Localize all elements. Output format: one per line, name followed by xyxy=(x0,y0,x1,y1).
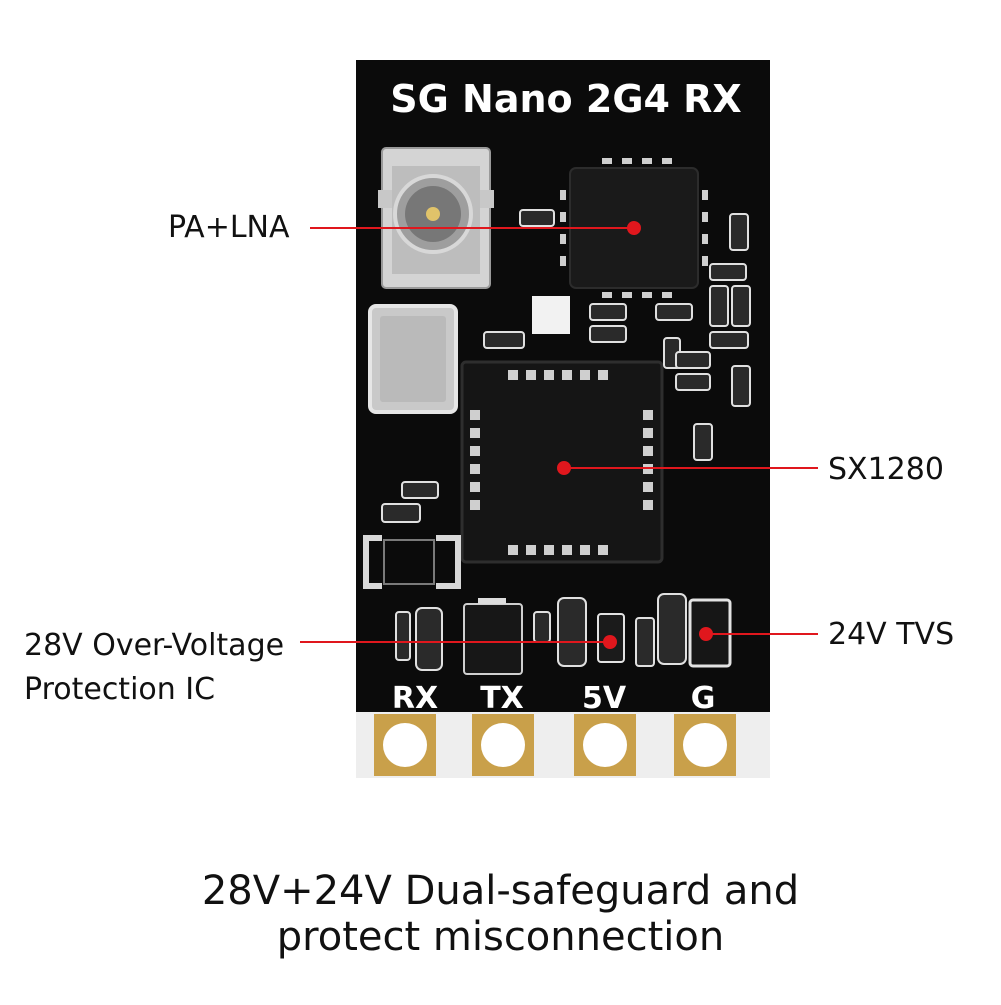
pin-label-rx: RX xyxy=(392,681,438,716)
pin-label-g: G xyxy=(691,681,716,716)
caption-line1: 28V+24V Dual-safeguard and xyxy=(201,868,800,914)
antenna-connector xyxy=(378,147,494,289)
pin-label-tx: TX xyxy=(480,681,524,716)
inductor-bracket xyxy=(363,535,461,589)
callout-ovp-line1: 28V Over-Voltage xyxy=(24,628,285,663)
callout-sx1280: SX1280 xyxy=(828,452,944,487)
caption: 28V+24V Dual-safeguard and protect misco… xyxy=(0,868,1001,960)
white-component xyxy=(532,296,570,334)
callout-ovp-line2: Protection IC xyxy=(24,672,216,707)
callout-lines xyxy=(300,221,818,649)
ovp-ic xyxy=(463,598,625,675)
board-title: SG Nano 2G4 RX xyxy=(390,77,741,121)
callout-tvs: 24V TVS xyxy=(828,617,955,652)
caption-line2: protect misconnection xyxy=(276,914,725,960)
pin-label-5v: 5V xyxy=(582,681,627,716)
callout-pa-lna: PA+LNA xyxy=(168,210,290,245)
smd-passives xyxy=(381,209,751,671)
solder-pads xyxy=(374,714,736,776)
callout-ovp: 28V Over-Voltage Protection IC xyxy=(24,624,284,712)
